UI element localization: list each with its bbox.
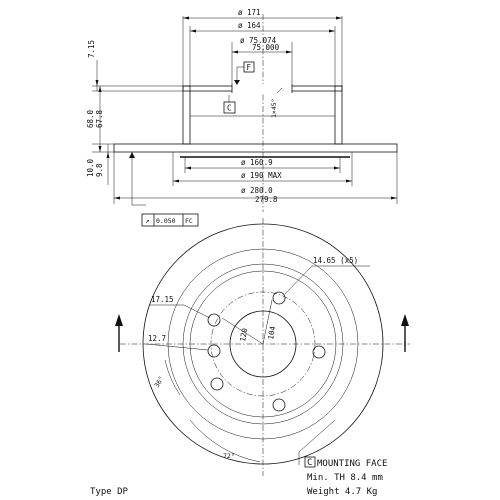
mounting-face-label: MOUNTING FACE bbox=[317, 459, 387, 469]
dim-h10-lower: 9.8 bbox=[95, 163, 104, 177]
dim-h68-lower: 67.8 bbox=[95, 109, 104, 128]
bolt-hole bbox=[272, 291, 286, 305]
bolt-hole bbox=[207, 344, 221, 358]
tolerance-value: 0.050 bbox=[156, 217, 176, 225]
bolt-hole bbox=[210, 377, 224, 391]
tolerance-datum: FC bbox=[185, 217, 193, 225]
hat-inner-circle bbox=[189, 270, 337, 418]
front-view: 14.65 (x5) 17.15 12.7 120 104 36° 72° bbox=[115, 218, 410, 476]
dim-h7-15: 7.15 bbox=[87, 40, 96, 58]
dim-d190: ø 190 MAX bbox=[241, 171, 282, 180]
min-thickness-note: Min. TH 8.4 mm bbox=[307, 473, 383, 483]
dim-d280-lower: 279.8 bbox=[255, 195, 278, 204]
dim-chamfer: 1×45° bbox=[270, 98, 278, 118]
outer-rim-circle bbox=[142, 223, 384, 465]
dim-17-15: 17.15 bbox=[151, 295, 174, 304]
dim-d75-upper: ø 75.074 bbox=[240, 36, 277, 45]
friction-inner-circle bbox=[167, 248, 359, 440]
dim-angle-36: 36° bbox=[153, 375, 166, 389]
notes: C MOUNTING FACE Min. TH 8.4 mm Weight 4.… bbox=[90, 456, 387, 497]
dim-d160: ø 160.9 bbox=[241, 158, 273, 167]
datum-c-box bbox=[223, 101, 236, 114]
hat-outer-circle bbox=[182, 263, 344, 425]
tolerance-frame bbox=[141, 213, 199, 227]
dim-d164: ø 164 bbox=[238, 21, 261, 30]
hat-right-wall bbox=[334, 85, 343, 145]
dim-d280-upper: ø 280.0 bbox=[241, 186, 273, 195]
bolt-holes bbox=[207, 291, 326, 412]
datum-f-label: F bbox=[247, 63, 252, 72]
bolt-hole bbox=[207, 313, 221, 327]
mounting-face-symbol-box bbox=[304, 456, 316, 468]
dim-104: 104 bbox=[266, 325, 277, 340]
bolt-hole bbox=[312, 345, 326, 359]
tolerance-symbol: ↗ bbox=[145, 216, 150, 225]
mounting-face-symbol: C bbox=[307, 458, 312, 468]
type-label: Type DP bbox=[90, 487, 129, 497]
dim-h68-upper: 68.0 bbox=[86, 109, 95, 128]
bolt-circle bbox=[210, 291, 316, 397]
dim-h10-upper: 10.0 bbox=[86, 158, 95, 177]
datum-c-label: C bbox=[227, 104, 232, 113]
hat-left-wall bbox=[182, 85, 191, 145]
dim-d75-lower: 75.000 bbox=[252, 43, 280, 52]
dim-12-7: 12.7 bbox=[148, 334, 166, 343]
bolt-hole bbox=[272, 398, 286, 412]
dim-angle-72: 72° bbox=[223, 452, 235, 460]
weight-note: Weight 4.7 Kg bbox=[307, 487, 377, 497]
friction-ring bbox=[113, 143, 398, 153]
dim-bolt-holes: 14.65 (x5) bbox=[313, 256, 358, 265]
dim-120: 120 bbox=[238, 327, 249, 342]
section-view: ø 171 ø 164 ø 75.074 75.000 F 7.15 C 1×4… bbox=[86, 8, 398, 227]
center-bore-circle bbox=[229, 310, 297, 378]
dim-d171: ø 171 bbox=[238, 8, 261, 17]
